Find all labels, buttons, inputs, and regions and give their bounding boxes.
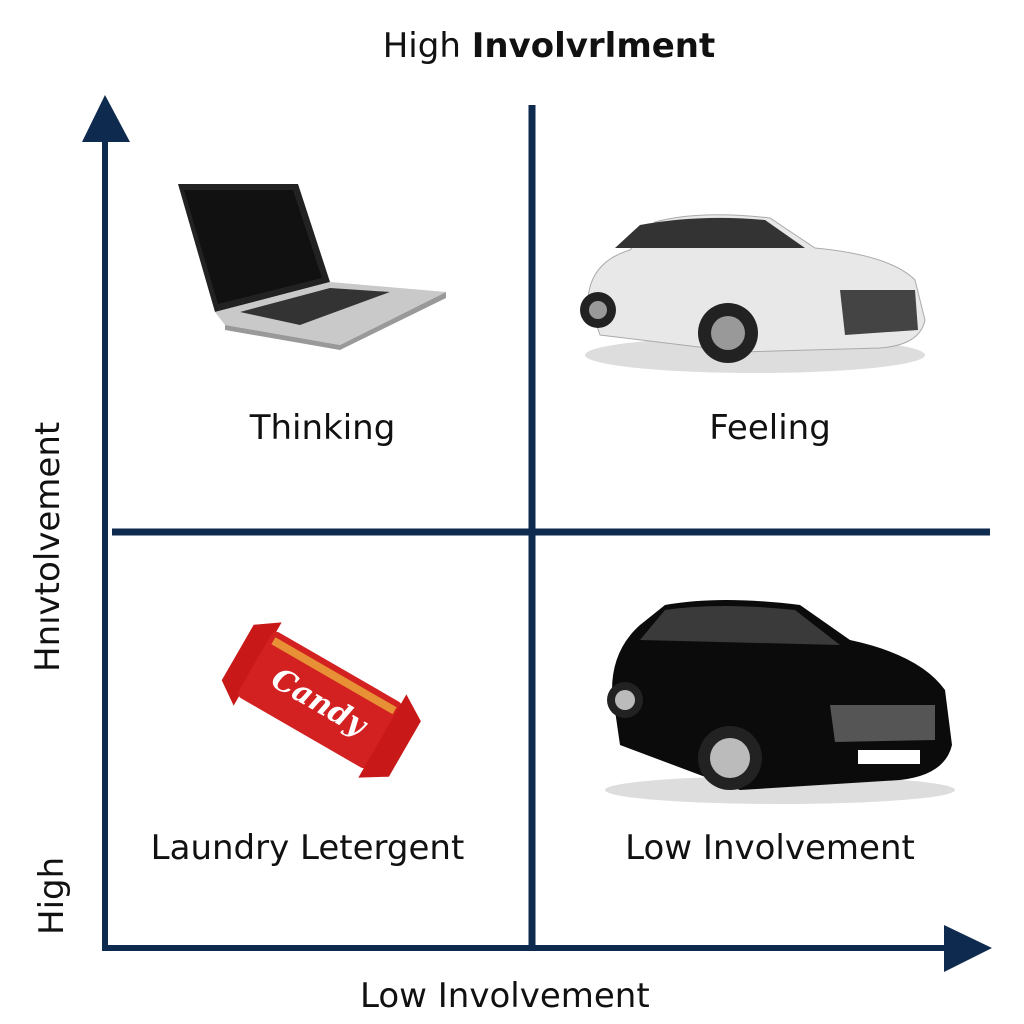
title-prefix: High	[382, 26, 461, 66]
black-car-icon	[605, 600, 955, 804]
quadrant-label-low-involvement: Low Involvement	[625, 828, 915, 868]
quadrant-label-laundry: Laundry Letergent	[150, 828, 465, 868]
x-axis-label: Low Involvement	[360, 976, 650, 1016]
candy-bar-icon: Candy	[221, 622, 421, 778]
quadrant-label-thinking: Thinking	[249, 408, 396, 448]
y-axis-label-lower: High	[32, 856, 72, 935]
top-axis-title: High Involvrlment	[0, 26, 1024, 66]
x-axis-arrow-icon	[944, 925, 992, 972]
title-bold: Involvrlment	[471, 26, 716, 66]
y-axis-label-upper: Hnıvtolvement	[28, 421, 68, 672]
white-car-icon	[580, 214, 926, 373]
quadrant-label-feeling: Feeling	[709, 408, 831, 448]
laptop-icon	[178, 184, 446, 350]
y-axis-arrow-icon	[82, 95, 130, 142]
